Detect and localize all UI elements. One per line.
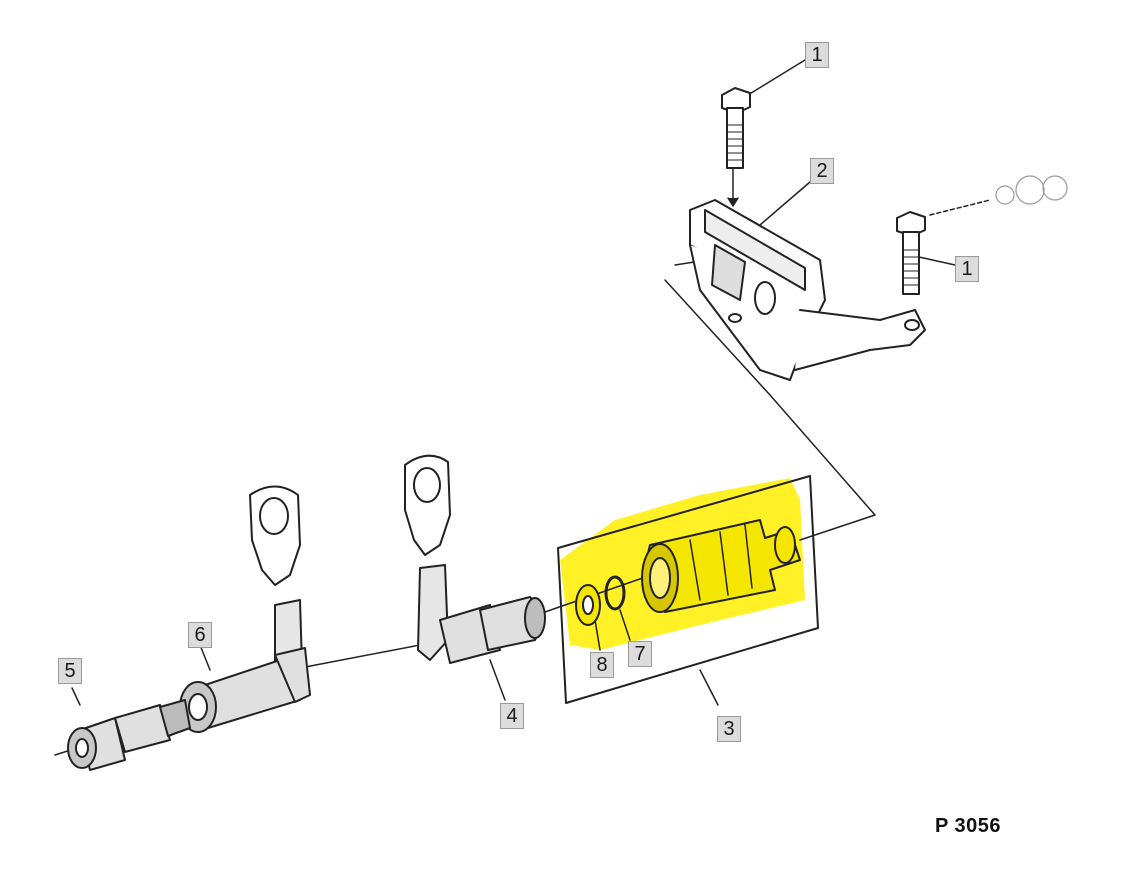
callout-2: 2 bbox=[810, 158, 834, 184]
part-4-terminal-lug bbox=[404, 454, 451, 661]
callout-1-top: 1 bbox=[805, 42, 829, 68]
callout-1-right: 1 bbox=[955, 256, 979, 282]
part-6-connector-body bbox=[179, 647, 311, 733]
callout-8: 8 bbox=[590, 652, 614, 678]
part-7-ring bbox=[604, 575, 626, 611]
part-8-washer bbox=[575, 584, 601, 626]
part-2-bracket bbox=[689, 199, 926, 381]
callout-4: 4 bbox=[500, 703, 524, 729]
part-1-bolt-top bbox=[721, 87, 751, 169]
callout-5: 5 bbox=[58, 658, 82, 684]
part-5-plug bbox=[67, 699, 191, 771]
figure-reference: P 3056 bbox=[935, 815, 1002, 837]
callout-3: 3 bbox=[717, 716, 741, 742]
part-1-bolt-right bbox=[896, 211, 926, 295]
washer-nut-faint bbox=[995, 175, 1068, 205]
part-3-body bbox=[641, 519, 801, 613]
callout-7: 7 bbox=[628, 641, 652, 667]
part-4-connector bbox=[439, 596, 546, 664]
leader-lines bbox=[54, 59, 991, 756]
callout-6: 6 bbox=[188, 622, 212, 648]
part-3-frame bbox=[557, 475, 819, 704]
